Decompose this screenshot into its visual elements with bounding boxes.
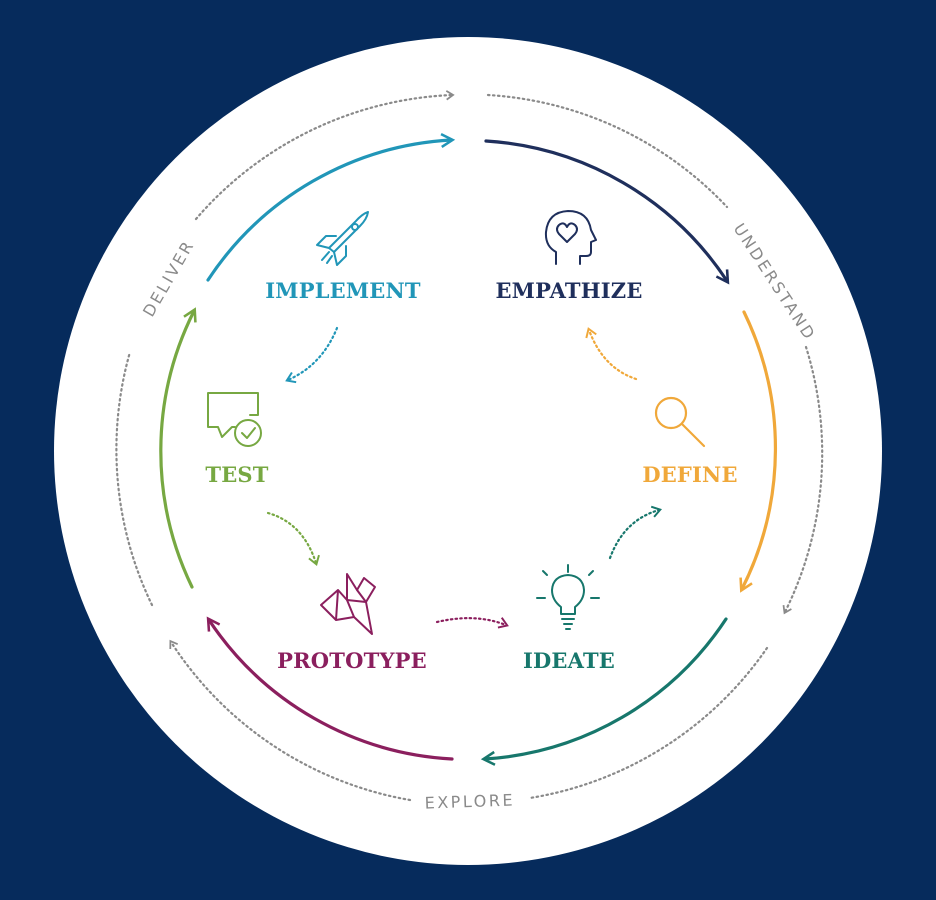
phase-arc-right <box>486 93 729 209</box>
connector-test-to-prototype <box>266 511 320 566</box>
magnifying-glass-icon <box>654 396 706 448</box>
connector-implement-to-test <box>285 326 339 384</box>
stage-label-prototype: PROTOTYPE <box>277 648 427 673</box>
cycle-arc-empathize <box>484 139 730 285</box>
head-heart-icon <box>544 210 597 265</box>
stage-label-define: DEFINE <box>642 462 737 487</box>
stage-label-test: TEST <box>205 462 268 487</box>
origami-bird-icon <box>320 573 376 635</box>
connector-ideate-to-define <box>608 505 662 560</box>
diagram-disc <box>54 37 882 865</box>
connector-prototype-to-ideate <box>435 617 509 629</box>
phase-arc-right-lower <box>782 345 824 615</box>
stage-label-ideate: IDEATE <box>523 648 615 673</box>
rocket-icon <box>316 211 369 266</box>
stage-label-empathize: EMPATHIZE <box>495 278 642 303</box>
light-bulb-icon <box>536 564 600 630</box>
chat-check-icon <box>207 392 262 447</box>
cycle-arc-test <box>159 307 197 589</box>
phase-arcs <box>115 90 824 802</box>
cycle-arc-ideate <box>480 617 728 766</box>
phase-arc-bottom-right <box>528 646 769 800</box>
connector-define-to-empathize <box>585 327 638 381</box>
cycle-arc-define <box>739 310 778 593</box>
cycle-arc-prototype <box>206 616 454 761</box>
stage-label-implement: IMPLEMENT <box>265 278 421 303</box>
cycle-arc-implement <box>206 133 456 282</box>
phase-arc-left <box>115 350 154 607</box>
phase-label-explore: EXPLORE <box>424 790 515 812</box>
phase-arc-top-left <box>194 90 455 221</box>
phase-arc-bottom-left <box>169 639 412 802</box>
